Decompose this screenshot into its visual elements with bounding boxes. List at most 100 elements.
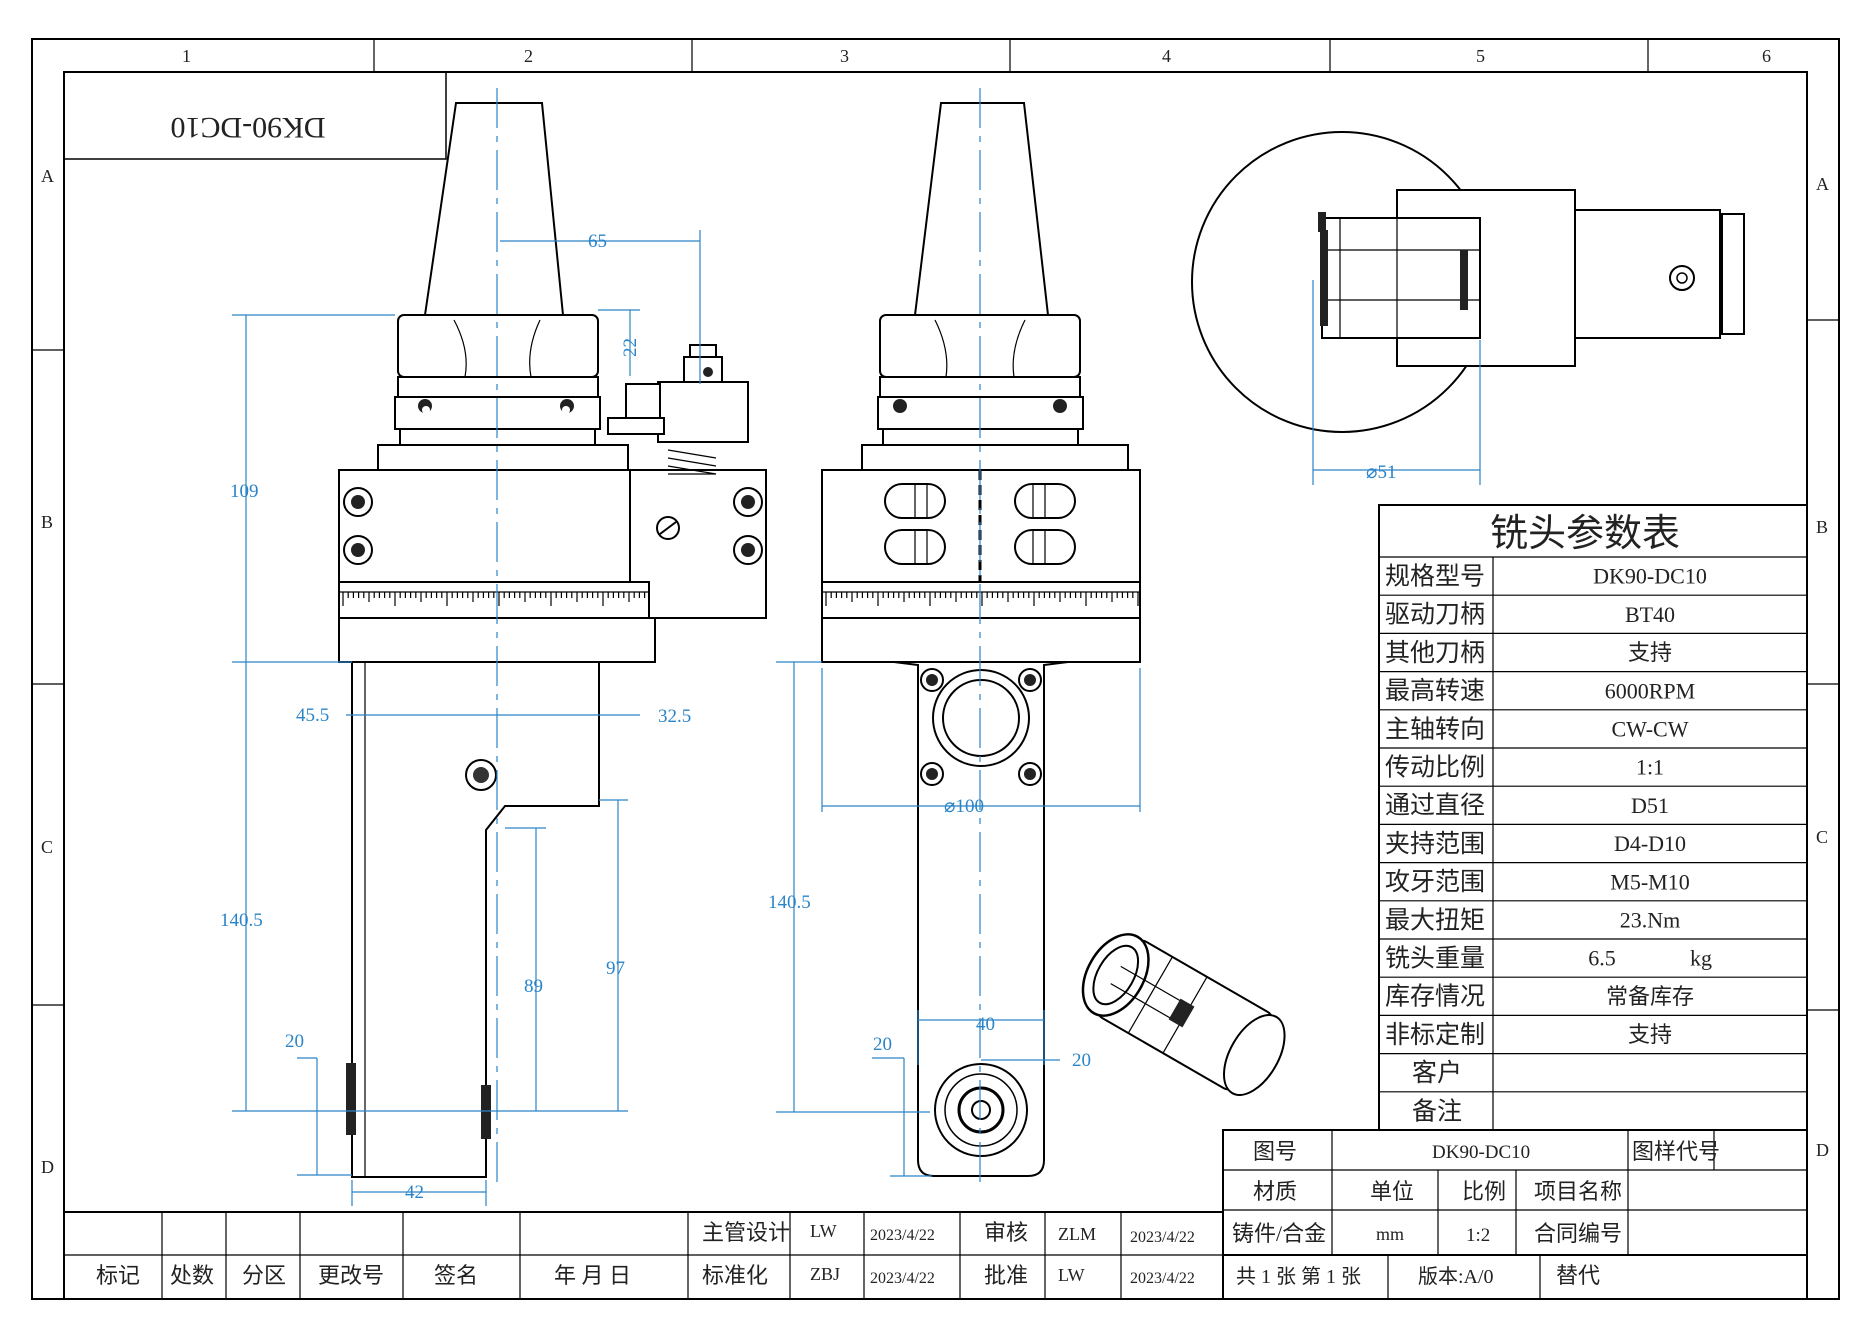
tb-material-label: 材质 bbox=[1253, 1179, 1297, 1204]
tb-version: 版本:A/0 bbox=[1418, 1265, 1494, 1288]
param-value: 1:1 bbox=[1636, 755, 1664, 780]
dim-45-5: 45.5 bbox=[296, 705, 329, 726]
tb-design-date: 2023/4/22 bbox=[870, 1227, 935, 1244]
row-label-c-left: C bbox=[41, 837, 53, 857]
param-label: 夹持范围 bbox=[1385, 830, 1485, 858]
col-label-2: 2 bbox=[524, 46, 533, 66]
dim-32-5: 32.5 bbox=[658, 706, 691, 727]
dim-42: 42 bbox=[405, 1182, 424, 1203]
col-label-3: 3 bbox=[840, 46, 849, 66]
tb-rev-date: 年 月 日 bbox=[554, 1263, 631, 1288]
tb-review-date: 2023/4/22 bbox=[1130, 1229, 1195, 1246]
dim-20-side-b: 20 bbox=[1072, 1050, 1091, 1071]
row-label-c-right: C bbox=[1816, 827, 1828, 847]
tb-unit-label: 单位 bbox=[1370, 1179, 1414, 1204]
tb-sheets: 共 1 张 第 1 张 bbox=[1236, 1265, 1361, 1288]
title-block: 图号 DK90-DC10 图样代号 材质 单位 比例 项目名称 铸件/合金 mm… bbox=[63, 1129, 1808, 1300]
param-value: 23.Nm bbox=[1620, 908, 1681, 933]
tb-project-label: 项目名称 bbox=[1534, 1179, 1622, 1204]
tb-unit: mm bbox=[1376, 1224, 1404, 1244]
dim-20-front: 20 bbox=[285, 1031, 304, 1052]
dim-140-5: 140.5 bbox=[220, 910, 263, 931]
param-value: 6000RPM bbox=[1605, 678, 1695, 703]
param-value: 支持 bbox=[1628, 1022, 1672, 1047]
param-label: 铣头重量 bbox=[1385, 945, 1485, 973]
row-label-a-right: A bbox=[1816, 174, 1829, 194]
tb-contract-label: 合同编号 bbox=[1534, 1221, 1622, 1246]
param-label: 备注 bbox=[1412, 1097, 1462, 1125]
top-dimensions: ⌀51 bbox=[1312, 280, 1481, 485]
param-value: D4-D10 bbox=[1614, 831, 1686, 856]
dim-65: 65 bbox=[588, 231, 607, 252]
col-label-1: 1 bbox=[182, 46, 191, 66]
param-value: CW-CW bbox=[1612, 717, 1689, 742]
tb-rev-change: 更改号 bbox=[318, 1263, 384, 1288]
param-value: BT40 bbox=[1625, 602, 1675, 627]
param-label: 其他刀柄 bbox=[1385, 639, 1485, 667]
row-label-a-left: A bbox=[41, 166, 54, 186]
tb-reviewer: ZLM bbox=[1058, 1224, 1096, 1244]
param-label: 客户 bbox=[1412, 1059, 1462, 1087]
mirrored-title-box: DK90-DC10 bbox=[63, 71, 447, 160]
dim-140-5-side: 140.5 bbox=[768, 892, 811, 913]
row-label-d-right: D bbox=[1816, 1140, 1829, 1160]
tb-standard-date: 2023/4/22 bbox=[870, 1270, 935, 1287]
param-label: 库存情况 bbox=[1385, 983, 1485, 1011]
param-value: DK90-DC10 bbox=[1593, 564, 1707, 589]
param-value: 6.5 bbox=[1588, 946, 1616, 971]
scale-ticks bbox=[825, 592, 1139, 606]
dim-100: ⌀100 bbox=[944, 796, 984, 817]
param-value: 常备库存 bbox=[1606, 984, 1694, 1009]
param-label: 主轴转向 bbox=[1385, 715, 1485, 743]
tb-material: 铸件/合金 bbox=[1232, 1221, 1326, 1246]
tb-standard-label: 标准化 bbox=[702, 1263, 768, 1288]
tb-scale: 1:2 bbox=[1466, 1225, 1490, 1246]
side-view bbox=[821, 88, 1141, 1190]
row-label-b-right: B bbox=[1816, 517, 1828, 537]
row-label-b-left: B bbox=[41, 512, 53, 532]
dim-40: 40 bbox=[976, 1014, 995, 1035]
dim-89: 89 bbox=[524, 976, 543, 997]
dim-51: ⌀51 bbox=[1366, 462, 1396, 483]
tb-pattern-label: 图样代号 bbox=[1632, 1139, 1720, 1164]
param-unit: kg bbox=[1690, 946, 1712, 971]
side-dimensions: ⌀100 140.5 40 20 20 bbox=[768, 661, 1141, 1177]
tb-drawing-no-label: 图号 bbox=[1253, 1139, 1297, 1164]
tb-designer: LW bbox=[810, 1221, 837, 1241]
param-label: 攻牙范围 bbox=[1385, 868, 1485, 896]
tb-standardizer: ZBJ bbox=[810, 1264, 840, 1284]
dim-20-side-a: 20 bbox=[873, 1034, 892, 1055]
tb-drawing-no: DK90-DC10 bbox=[1432, 1142, 1530, 1163]
param-label: 传动比例 bbox=[1385, 754, 1485, 782]
col-label-4: 4 bbox=[1162, 46, 1171, 66]
param-label: 最大扭矩 bbox=[1385, 906, 1485, 934]
top-detail-view bbox=[1191, 131, 1745, 433]
row-label-d-left: D bbox=[41, 1157, 54, 1177]
tb-approver: LW bbox=[1058, 1265, 1085, 1285]
dim-109: 109 bbox=[230, 481, 259, 502]
param-label: 通过直径 bbox=[1385, 792, 1485, 820]
front-view bbox=[338, 88, 767, 1190]
tb-rev-zone: 分区 bbox=[242, 1263, 286, 1288]
scale-ticks bbox=[342, 592, 646, 606]
tb-review-label: 审核 bbox=[984, 1220, 1028, 1245]
dim-22: 22 bbox=[620, 338, 641, 357]
tb-approve-date: 2023/4/22 bbox=[1130, 1270, 1195, 1287]
collet-isometric bbox=[1081, 933, 1286, 1096]
param-value: 支持 bbox=[1628, 640, 1672, 665]
tb-rev-count: 处数 bbox=[170, 1263, 214, 1288]
param-value: M5-M10 bbox=[1610, 869, 1689, 894]
front-dimensions: 65 22 109 45.5 32.5 140.5 89 97 20 42 bbox=[220, 230, 701, 1206]
tb-replace-label: 替代 bbox=[1556, 1263, 1600, 1288]
tb-designer-label: 主管设计 bbox=[702, 1220, 790, 1245]
param-label: 规格型号 bbox=[1385, 563, 1485, 591]
param-label: 驱动刀柄 bbox=[1385, 601, 1485, 629]
col-label-5: 5 bbox=[1476, 46, 1485, 66]
param-value: D51 bbox=[1631, 793, 1669, 818]
dim-97: 97 bbox=[606, 958, 625, 979]
tb-approve-label: 批准 bbox=[984, 1263, 1028, 1288]
zone-labels: 1 2 3 4 5 6 A B C D A B C D bbox=[41, 46, 1829, 1177]
param-table-title: 铣头参数表 bbox=[1490, 513, 1680, 555]
